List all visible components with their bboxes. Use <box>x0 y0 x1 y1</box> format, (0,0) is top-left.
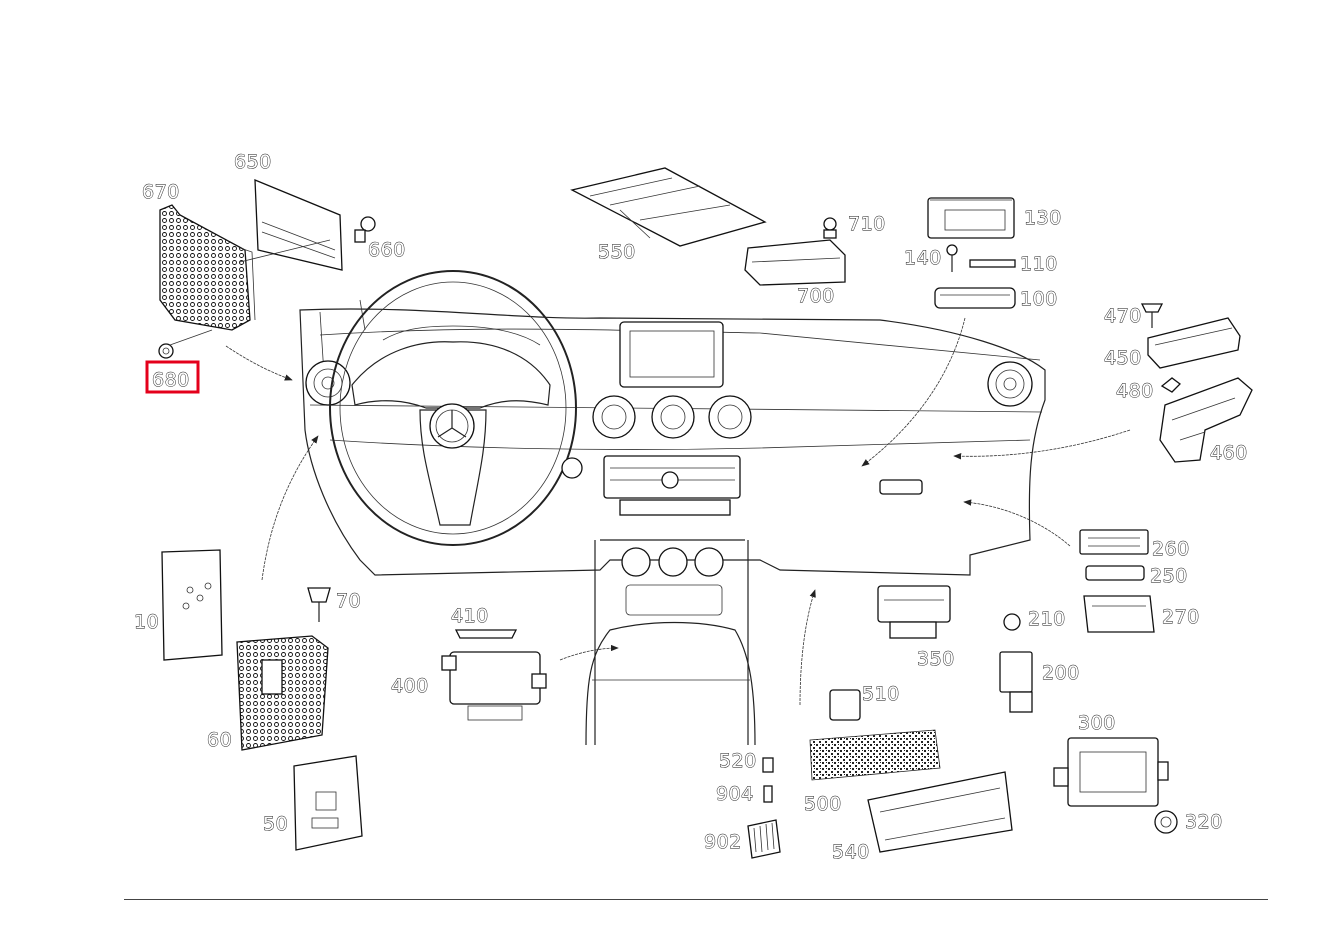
part-680-nut[interactable] <box>158 329 213 359</box>
label-470[interactable]: 470 <box>1104 305 1142 328</box>
part-480-clip[interactable] <box>1160 377 1181 393</box>
part-540-bracket[interactable] <box>867 771 1013 853</box>
part-470-screw[interactable] <box>1140 303 1164 328</box>
part-510-relay[interactable] <box>829 689 861 721</box>
label-350[interactable]: 350 <box>917 648 955 671</box>
part-60-module[interactable] <box>236 635 329 751</box>
part-650-module[interactable] <box>239 179 343 271</box>
part-130-panel[interactable] <box>927 197 1015 239</box>
part-140-screw[interactable] <box>946 244 958 272</box>
label-410[interactable]: 410 <box>451 605 489 628</box>
label-710[interactable]: 710 <box>848 213 886 236</box>
label-540[interactable]: 540 <box>832 841 870 864</box>
part-700-module[interactable] <box>744 239 846 286</box>
callout-arrows <box>225 317 1131 706</box>
part-410-strip[interactable] <box>454 629 518 639</box>
label-210[interactable]: 210 <box>1028 608 1066 631</box>
part-550-mat[interactable] <box>570 167 767 247</box>
part-902-connector[interactable] <box>747 819 781 859</box>
part-350-module[interactable] <box>877 585 951 639</box>
part-70-bolt[interactable] <box>307 587 331 622</box>
part-500-fusebox[interactable] <box>809 729 941 781</box>
dashboard-illustration <box>299 270 1046 746</box>
part-300-module[interactable] <box>1053 737 1169 807</box>
part-520-fuse[interactable] <box>762 757 774 773</box>
part-100-lamp[interactable] <box>934 287 1016 309</box>
selected-label-highlight <box>145 360 200 394</box>
label-902[interactable]: 902 <box>704 831 742 854</box>
label-50[interactable]: 50 <box>263 813 289 836</box>
label-660[interactable]: 660 <box>368 239 406 262</box>
label-400[interactable]: 400 <box>391 675 429 698</box>
label-650[interactable]: 650 <box>234 151 272 174</box>
label-480[interactable]: 480 <box>1116 380 1154 403</box>
label-200[interactable]: 200 <box>1042 662 1080 685</box>
part-250-unit[interactable] <box>1085 565 1145 581</box>
label-904[interactable]: 904 <box>716 783 754 806</box>
label-140[interactable]: 140 <box>904 247 942 270</box>
label-460[interactable]: 460 <box>1210 442 1248 465</box>
part-50-board[interactable] <box>293 755 363 851</box>
label-450[interactable]: 450 <box>1104 347 1142 370</box>
label-520[interactable]: 520 <box>719 750 757 773</box>
label-510[interactable]: 510 <box>862 683 900 706</box>
part-270-bracket[interactable] <box>1083 595 1155 633</box>
part-200-relay[interactable] <box>999 651 1033 713</box>
part-670-bracket[interactable] <box>159 204 256 331</box>
part-10-board[interactable] <box>161 549 223 661</box>
part-450-module[interactable] <box>1147 317 1241 369</box>
label-680[interactable]: 680 <box>152 369 190 392</box>
label-110[interactable]: 110 <box>1020 253 1058 276</box>
part-710-nut[interactable] <box>823 217 837 239</box>
part-660-screw[interactable] <box>354 216 376 243</box>
label-250[interactable]: 250 <box>1150 565 1188 588</box>
footer-divider <box>124 899 1268 900</box>
label-500[interactable]: 500 <box>804 793 842 816</box>
label-130[interactable]: 130 <box>1024 207 1062 230</box>
part-110-strip[interactable] <box>969 259 1016 268</box>
label-320[interactable]: 320 <box>1185 811 1223 834</box>
label-260[interactable]: 260 <box>1152 538 1190 561</box>
label-100[interactable]: 100 <box>1020 288 1058 311</box>
label-60[interactable]: 60 <box>207 729 233 752</box>
part-labels: 650 670 660 680 550 710 700 130 140 110 … <box>134 151 1248 864</box>
part-460-bracket[interactable] <box>1159 377 1253 463</box>
label-670[interactable]: 670 <box>142 181 180 204</box>
label-550[interactable]: 550 <box>598 241 636 264</box>
part-320-grommet[interactable] <box>1154 810 1178 834</box>
part-904-connector[interactable] <box>763 785 773 803</box>
label-700[interactable]: 700 <box>797 285 835 308</box>
part-400-module[interactable] <box>441 651 547 721</box>
label-70[interactable]: 70 <box>336 590 362 613</box>
label-270[interactable]: 270 <box>1162 606 1200 629</box>
label-300[interactable]: 300 <box>1078 712 1116 735</box>
label-10[interactable]: 10 <box>134 611 160 634</box>
part-210-nut[interactable] <box>1003 613 1021 631</box>
part-260-unit[interactable] <box>1079 529 1149 555</box>
